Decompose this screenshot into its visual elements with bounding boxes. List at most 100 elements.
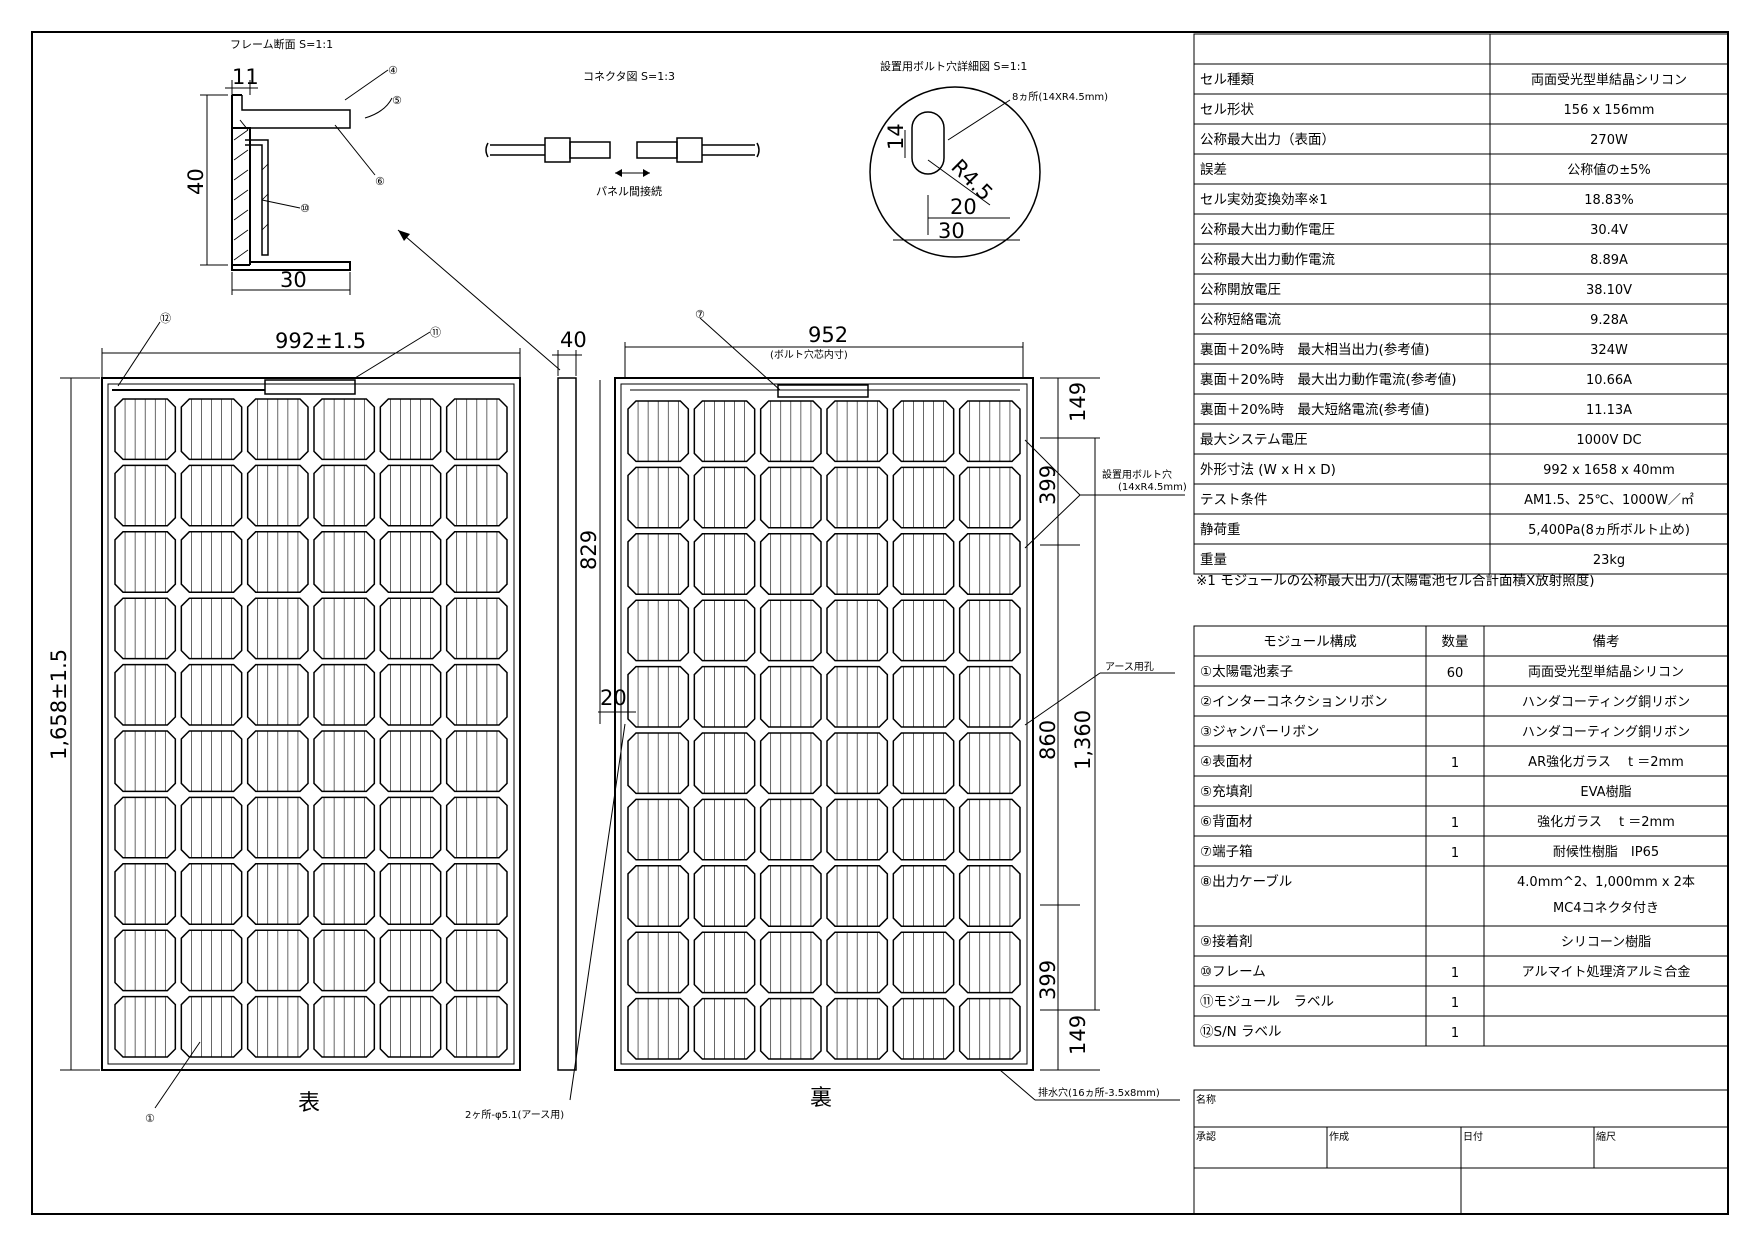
spec-label: 公称最大出力動作電流 [1200,252,1335,268]
spec-label: 裏面＋20%時 最大相当出力(参考値) [1200,341,1430,358]
solar-cell [627,400,690,463]
solar-cell [627,665,690,728]
solar-cell [759,599,822,662]
comp-name: ⑧出力ケーブル [1200,873,1292,890]
comp-qty: 1 [1451,1026,1459,1041]
solar-cell [826,400,889,463]
solar-cell [313,796,376,859]
solar-cell [445,663,508,726]
solar-cell [826,533,889,595]
comp-note: 両面受光型単結晶シリコン [1528,664,1684,680]
solar-cell [180,796,243,859]
solar-cell [892,665,955,728]
solar-cell [313,730,376,793]
title-approve: 承認 [1196,1130,1216,1143]
solar-cell [892,400,955,463]
solar-cell [693,599,756,662]
marker-11: ⑪ [430,326,441,339]
solar-cell [627,865,690,927]
comp-note: シリコーン樹脂 [1561,935,1651,950]
front-label: 表 [298,1091,320,1116]
solar-cell [379,730,442,793]
solar-cell [693,931,756,994]
spec-value: 両面受光型単結晶シリコン [1531,72,1687,88]
comp-note: 強化ガラス t ＝2mm [1537,815,1675,830]
solar-cell [693,400,756,463]
solar-cell [826,865,889,927]
solar-cell [114,796,177,859]
spec-label: 誤差 [1200,162,1227,178]
comp-name: ⑨接着剤 [1200,933,1253,950]
solar-cell [892,931,955,994]
solar-cell [892,997,955,1060]
dim-11: 11 [232,65,259,89]
solar-cell [627,466,690,529]
spec-value: 992 x 1658 x 40mm [1543,463,1675,478]
solar-cell [759,931,822,994]
dim-992: 992±1.5 [275,329,366,353]
comp-name: ⑫S/N ラベル [1200,1024,1282,1040]
solar-cell [180,597,243,660]
spec-value: 156 x 156mm [1564,103,1655,118]
solar-cell [313,597,376,660]
spec-value: 8.89A [1590,253,1628,268]
solar-cell [693,798,756,861]
frame-section-view: フレーム断面 S=1:1 11 40 30 ④ ⑤ ⑥ ⑩ [184,37,402,295]
solar-cell [759,732,822,795]
solar-cell [114,995,177,1058]
spec-label: 公称開放電圧 [1200,282,1281,298]
solar-cell [379,597,442,660]
solar-cell [180,464,243,527]
spec-value: 9.28A [1590,313,1628,328]
solar-cell [246,730,309,793]
solar-cell [958,931,1021,994]
solar-cell [627,533,690,595]
title-date: 日付 [1463,1130,1483,1143]
solar-cell [180,995,243,1058]
solar-cell [180,531,243,593]
spec-value: 324W [1590,343,1628,358]
solar-cell [627,931,690,994]
dim-860: 860 [1036,720,1060,760]
solar-cell [379,663,442,726]
comp-qty: 1 [1451,966,1459,981]
bolt-hole-label: 設置用ボルト穴 [1102,468,1172,481]
solar-cell [958,798,1021,861]
sheet-border [31,31,1729,1215]
solar-cell [693,865,756,927]
solar-cell [445,929,508,992]
marker-4: ④ [388,64,398,77]
dim-1360: 1,360 [1071,710,1095,770]
spec-label: セル種類 [1200,72,1254,88]
comp-header: 備考 [1593,634,1620,650]
solar-cell [958,466,1021,529]
dim-399b: 399 [1036,960,1060,1000]
comp-qty: 60 [1447,666,1464,681]
solar-cell [958,665,1021,728]
spec-label: 外形寸法 (W x H x D) [1200,462,1336,478]
side-view: 40 [552,328,587,1071]
solar-cell [958,599,1021,662]
dim-30: 30 [280,268,307,292]
solar-cell [445,597,508,660]
earth-holes-label: 2ヶ所-φ5.1(アース用) [465,1109,564,1121]
spec-label: 公称短絡電流 [1200,312,1281,328]
solar-cell [693,665,756,728]
spec-value: 18.83% [1584,193,1634,208]
spec-value: 270W [1590,133,1628,148]
dim-40: 40 [184,168,208,195]
spec-label: 裏面＋20%時 最大出力動作電流(参考値) [1200,371,1457,388]
solar-cell [114,597,177,660]
solar-cell [246,597,309,660]
solar-cell [627,798,690,861]
solar-cell [114,663,177,726]
dim-829: 829 [577,530,601,570]
solar-cell [445,863,508,925]
solar-cell [180,730,243,793]
spec-value: 公称値の±5% [1567,162,1651,178]
comp-name: ④表面材 [1200,754,1253,770]
solar-cell [627,997,690,1060]
